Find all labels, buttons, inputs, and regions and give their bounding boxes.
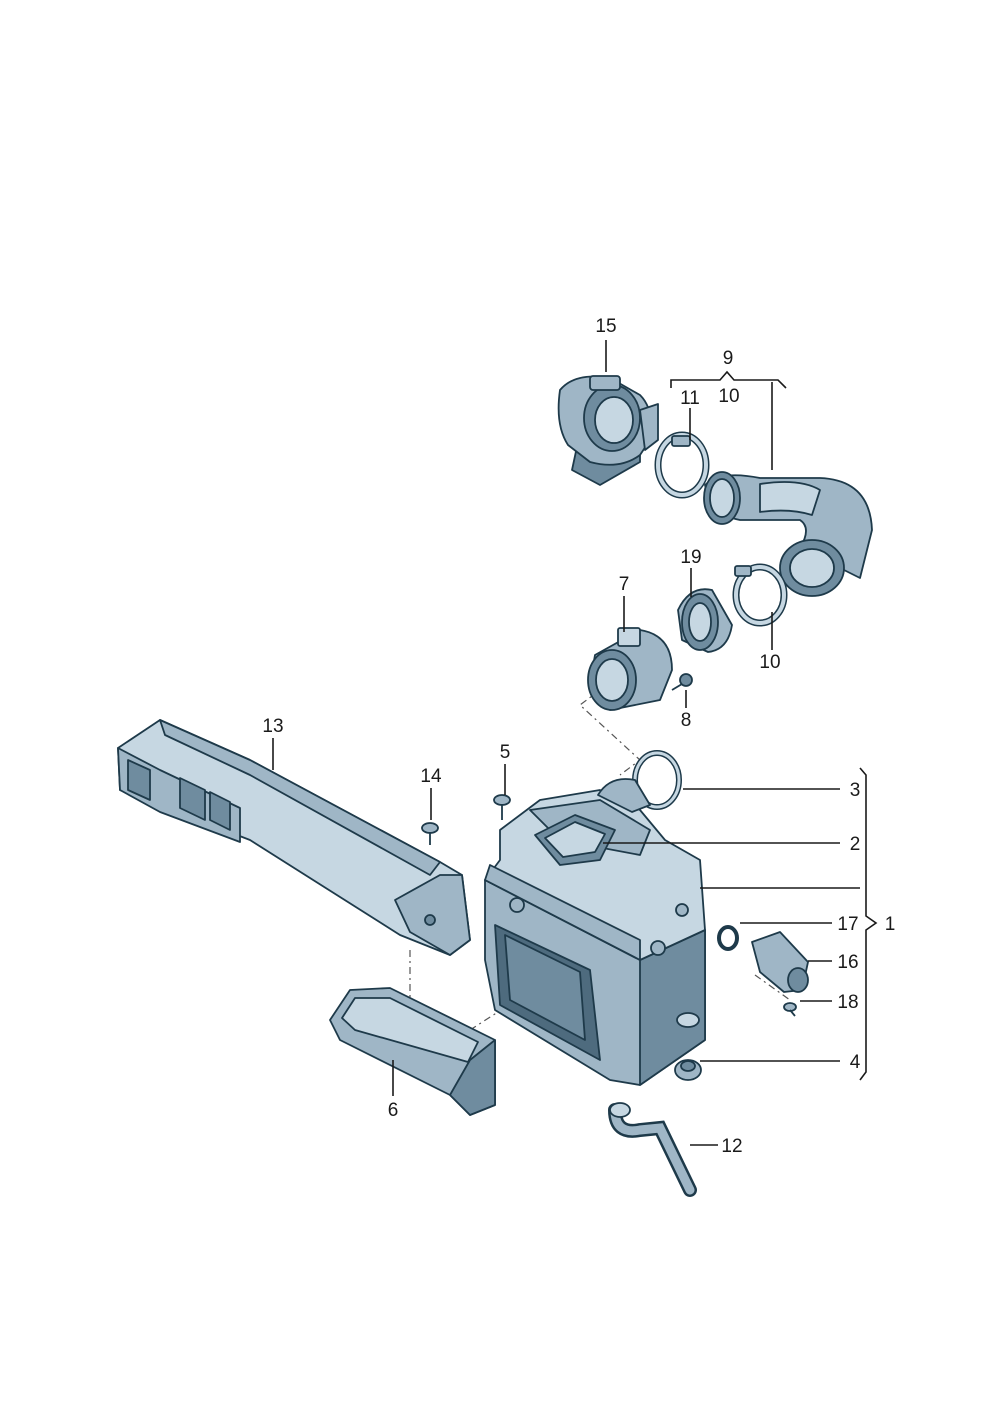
drain-hose-part[interactable] (608, 1102, 697, 1197)
callout-6: 6 (388, 1100, 399, 1121)
air-intake-duct-part[interactable] (117, 719, 471, 956)
callout-16: 16 (837, 952, 858, 973)
air-mass-meter-part[interactable] (587, 627, 673, 711)
hose-clamp-lower-part[interactable] (732, 563, 788, 627)
callout-14: 14 (420, 766, 442, 787)
hose-clamp-upper-part[interactable] (654, 431, 710, 499)
callout-9: 9 (723, 348, 734, 369)
callout-17: 17 (837, 914, 858, 935)
callout-12: 12 (721, 1136, 742, 1157)
screw-18-part[interactable] (783, 1002, 797, 1017)
callout-1: 1 (885, 914, 896, 935)
sensor-16-part[interactable] (751, 931, 809, 993)
callout-3: 3 (850, 780, 861, 801)
callout-10-upper: 10 (718, 386, 739, 407)
callout-11: 11 (680, 388, 700, 409)
adapter-sleeve-part[interactable] (677, 588, 733, 653)
grommet-4-part[interactable] (674, 1059, 702, 1081)
intake-hose-part[interactable] (703, 471, 873, 597)
callout-19: 19 (680, 547, 701, 568)
callout-13: 13 (262, 716, 283, 737)
callout-15: 15 (595, 316, 616, 337)
callout-8: 8 (681, 710, 692, 731)
throttle-body-part[interactable] (557, 375, 659, 486)
callout-10-lower: 10 (759, 652, 780, 673)
air-filter-housing-part[interactable] (484, 778, 706, 1086)
callout-labels: 15 9 11 10 19 7 10 8 13 5 14 3 2 17 1 16… (262, 316, 895, 1157)
callout-7: 7 (619, 574, 630, 595)
callout-18: 18 (837, 992, 858, 1013)
callout-2: 2 (850, 834, 861, 855)
leader-lines (272, 340, 878, 1146)
callout-4: 4 (850, 1052, 861, 1073)
screw-14-part[interactable] (421, 822, 439, 845)
callout-5: 5 (500, 742, 511, 763)
screw-8-part[interactable] (671, 673, 693, 691)
inlet-adapter-part[interactable] (329, 987, 496, 1116)
seal-ring-17-part[interactable] (717, 925, 739, 951)
screw-5-part[interactable] (493, 794, 511, 820)
